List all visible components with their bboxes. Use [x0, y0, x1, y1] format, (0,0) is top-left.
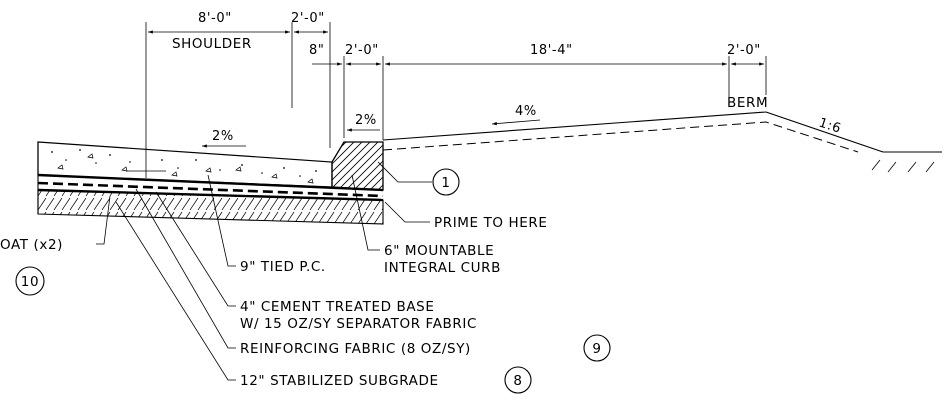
tied-pc-label: 9" TIED P.C. [240, 259, 326, 275]
curb-width-dim: 2'-0" [345, 43, 379, 58]
note-bubble-8: 8 [504, 366, 532, 394]
pavement-section [37, 141, 384, 225]
curb-label-line2: INTEGRAL CURB [384, 260, 501, 276]
reinforcing-label: REINFORCING FABRIC (8 OZ/SY) [240, 341, 471, 357]
berm-width-dim: 2'-0" [727, 43, 761, 58]
note-10-number: 10 [21, 274, 39, 290]
gutter-width-dim: 2'-0" [291, 11, 325, 26]
slope-width-dim: 18'-4" [530, 43, 573, 58]
side-slope-label: 1:6 [817, 116, 843, 137]
shoulder-slope-label: 2% [212, 129, 234, 144]
prime-label: PRIME TO HERE [434, 215, 548, 231]
note-bubble-1: 1 [432, 168, 460, 196]
dimension-lines [145, 22, 767, 150]
curb-slope-label: 2% [355, 113, 377, 128]
note-8-number: 8 [513, 373, 522, 389]
note-1-number: 1 [441, 175, 450, 191]
note-bubble-9: 9 [583, 334, 611, 362]
berm-label: BERM [727, 95, 768, 111]
ctb-label-line2: W/ 15 OZ/SY SEPARATOR FABRIC [240, 316, 477, 332]
shoulder-width-dim: 8'-0" [198, 11, 232, 26]
concrete-stipple [51, 149, 317, 184]
shoulder-label: SHOULDER [172, 36, 252, 52]
fill-slope-label: 4% [515, 104, 537, 119]
slope-profile [382, 111, 942, 173]
subgrade-label: 12" STABILIZED SUBGRADE [240, 373, 439, 389]
curb-label-line1: 6" MOUNTABLE [384, 243, 494, 259]
ctb-label-line1: 4" CEMENT TREATED BASE [240, 299, 434, 315]
tack-coat-label: OAT (x2) [0, 237, 63, 253]
note-9-number: 9 [592, 341, 601, 357]
curb-offset-dim: 8" [309, 43, 324, 58]
leader-lines [96, 161, 432, 381]
note-bubble-10: 10 [15, 266, 45, 296]
